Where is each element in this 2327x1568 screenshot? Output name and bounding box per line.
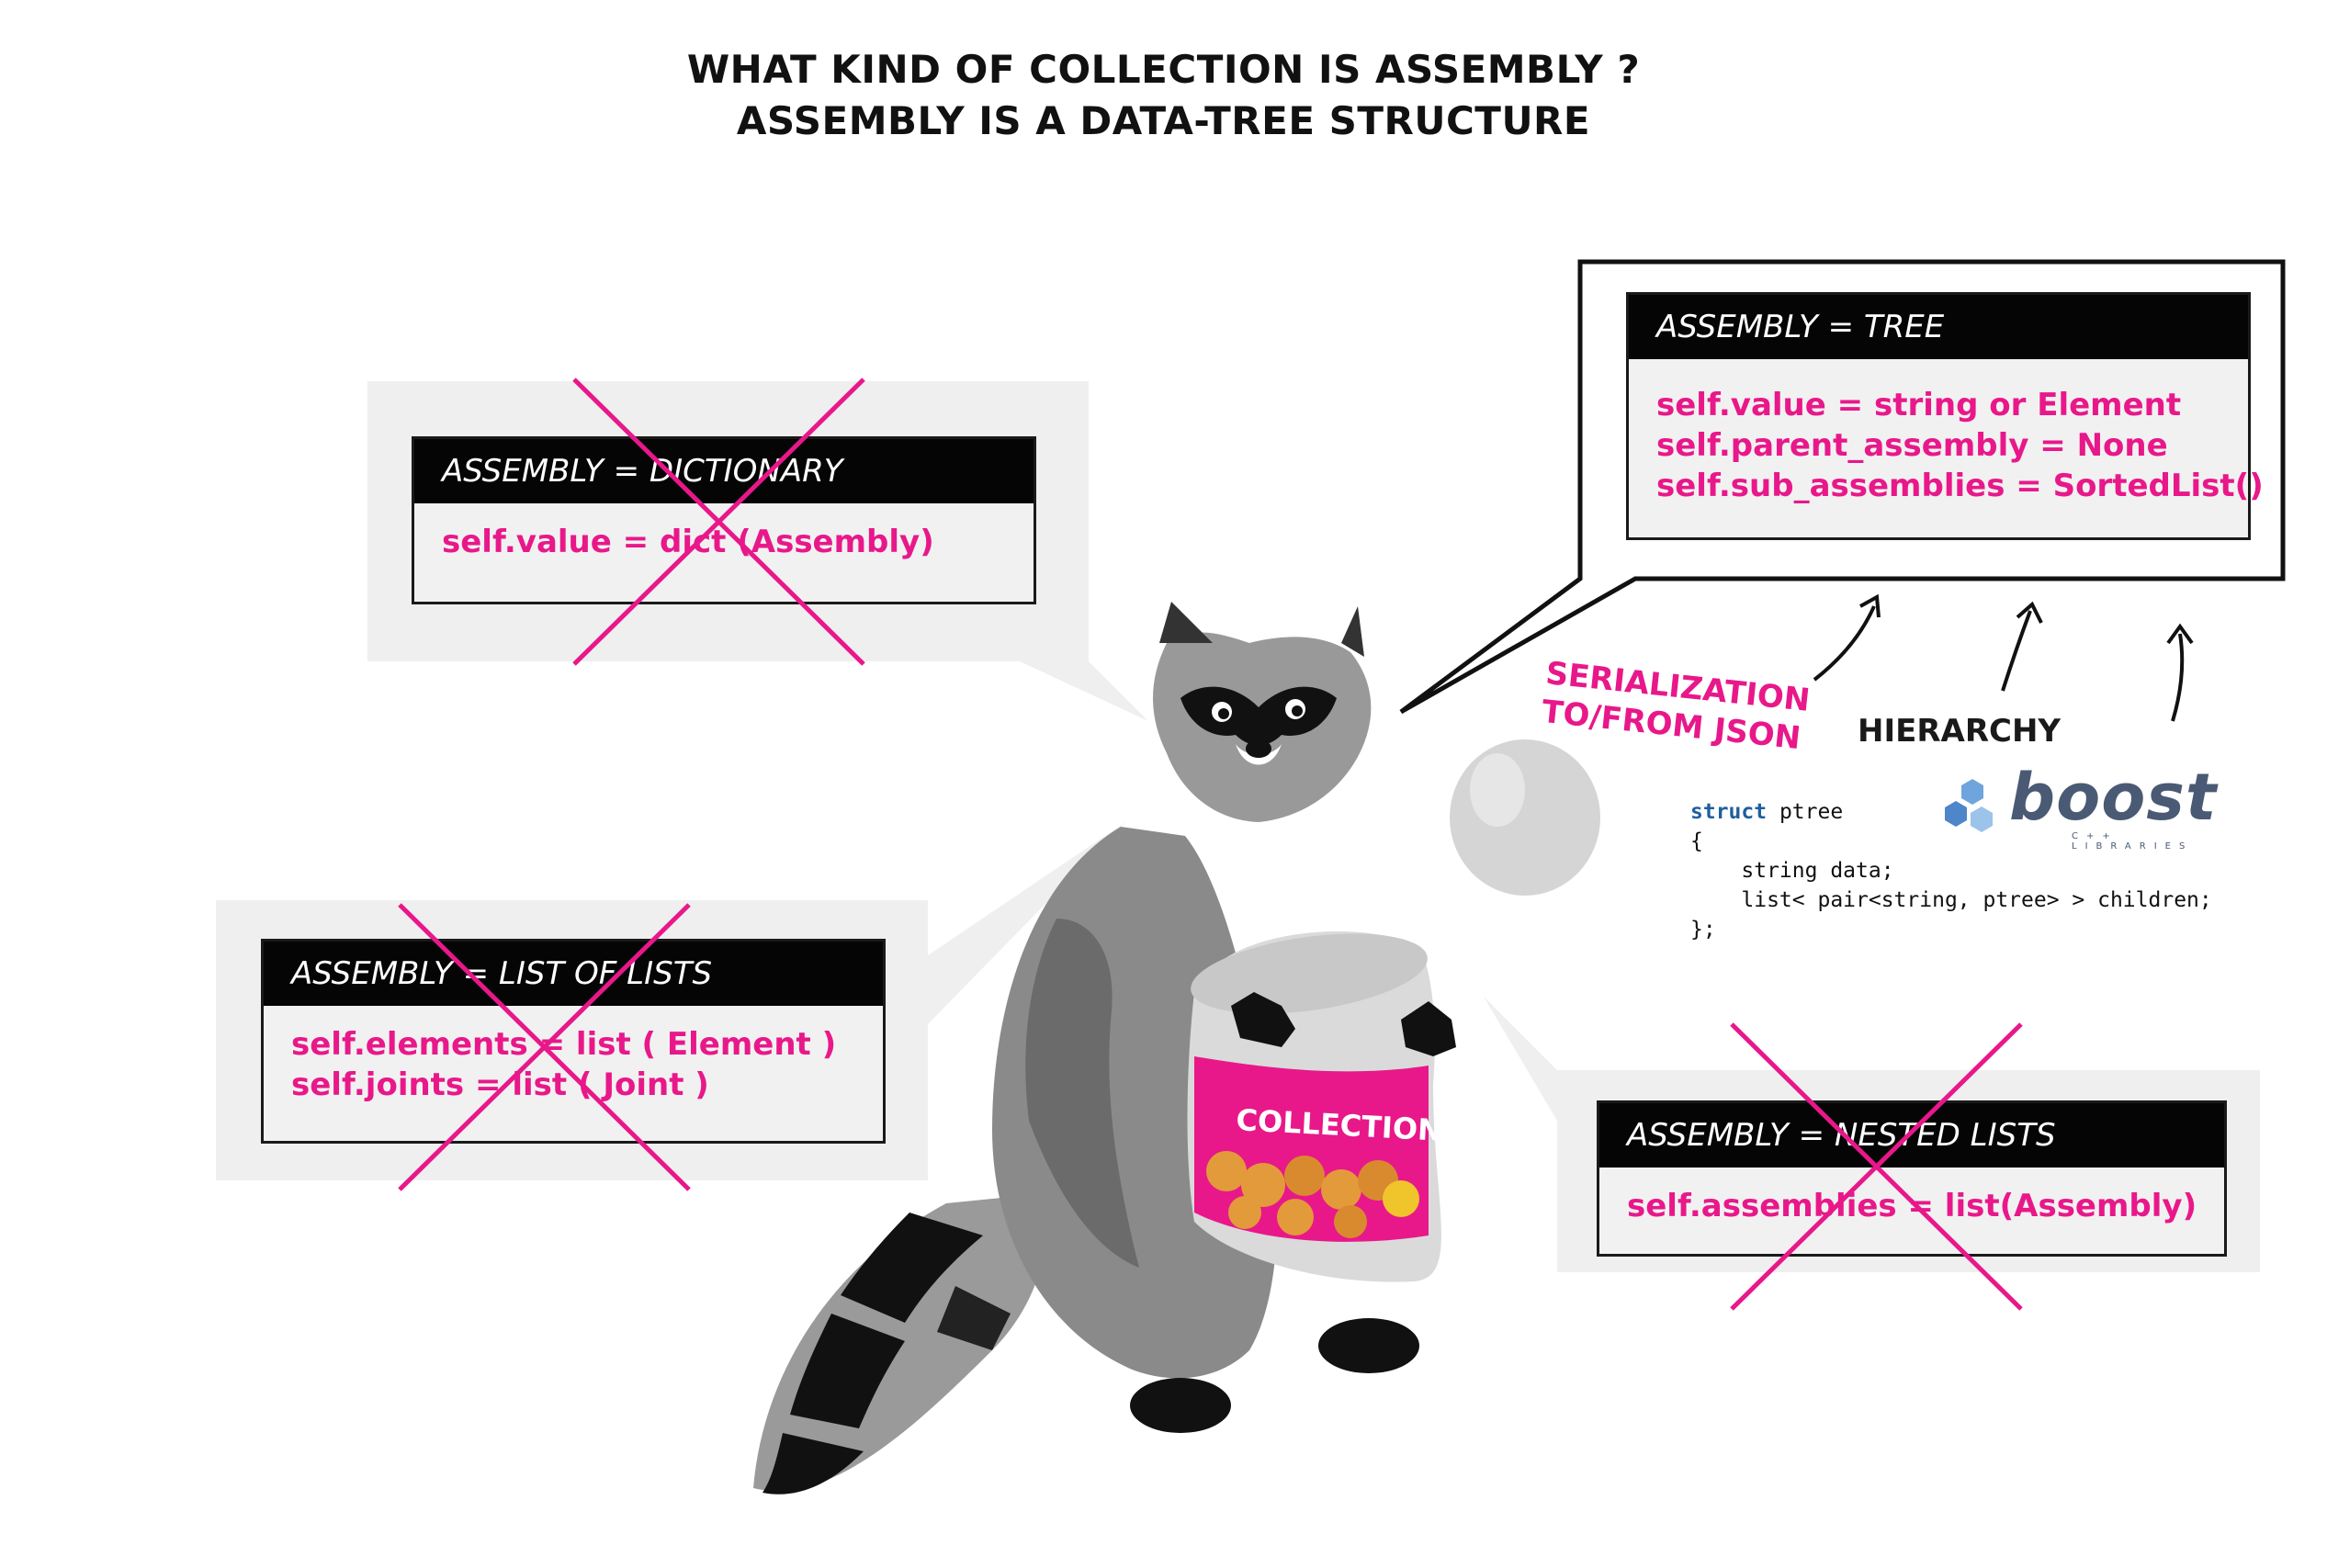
cross-list-of-lists	[398, 903, 691, 1191]
card-list-of-lists-line: self.joints = list ( Joint )	[291, 1066, 709, 1103]
card-tree-line: self.sub_assemblies = SortedList()	[1656, 468, 2264, 504]
card-tree: ASSEMBLY = TREE self.value = string or E…	[1626, 292, 2264, 540]
cross-nested-lists	[1730, 1022, 2023, 1311]
code-snippet: struct ptree { string data; list< pair<s…	[1690, 797, 2212, 944]
code-struct-name: ptree	[1767, 800, 1844, 824]
raccoon-foot-right	[1318, 1318, 1419, 1373]
code-line: {	[1690, 829, 1703, 853]
code-line: string data;	[1690, 859, 1894, 883]
raccoon-paw-left	[1231, 992, 1295, 1047]
card-nested-lists-header: ASSEMBLY = NESTED LISTS	[1599, 1103, 2224, 1168]
jar-contents	[1206, 1151, 1419, 1238]
card-tree-header: ASSEMBLY = TREE	[1629, 295, 2248, 359]
boost-logo: boost C++ LIBRARIES	[1934, 760, 2219, 852]
raccoon-head	[1153, 602, 1372, 822]
code-keyword: struct	[1690, 800, 1768, 824]
title-line-2: ASSEMBLY IS A DATA-TREE STRUCTURE	[736, 98, 1591, 143]
raccoon-paw-right	[1401, 1001, 1456, 1056]
jar-lid	[1450, 739, 1600, 896]
arrow-hierarchy	[2001, 610, 2032, 692]
boost-wordmark: boost	[2009, 760, 2218, 835]
boost-hexagons-icon	[1945, 779, 1993, 832]
jar: COLLECTION	[1187, 931, 1443, 1282]
card-nested-lists-line: self.assemblies = list(Assembly)	[1627, 1188, 2197, 1224]
hierarchy-label: HIERARCHY	[1858, 713, 2062, 750]
card-tree-line: self.parent_assembly = None	[1656, 427, 2168, 464]
card-tree-body: self.value = string or Element self.pare…	[1629, 359, 2264, 537]
arrow-boost	[2171, 633, 2185, 722]
code-line: list< pair<string, ptree> > children;	[1690, 888, 2212, 912]
card-nested-lists: ASSEMBLY = NESTED LISTS self.assemblies …	[1597, 1100, 2227, 1257]
card-dictionary: ASSEMBLY = DICTIONARY self.value = dict …	[412, 436, 1036, 604]
boost-subtitle: C++ LIBRARIES	[2072, 831, 2194, 852]
raccoon-tail	[753, 1194, 1045, 1495]
card-list-of-lists: ASSEMBLY = LIST OF LISTS self.elements =…	[261, 939, 886, 1144]
arrow-serialization	[1813, 605, 1876, 682]
raccoon-foot-left	[1130, 1378, 1231, 1433]
card-nested-lists-body: self.assemblies = list(Assembly)	[1599, 1168, 2224, 1254]
page-title: WHAT KIND OF COLLECTION IS ASSEMBLY ? AS…	[0, 44, 2327, 147]
card-tree-line: self.value = string or Element	[1656, 387, 2182, 423]
card-list-of-lists-line: self.elements = list ( Element )	[291, 1026, 837, 1063]
cross-dictionary	[572, 378, 865, 666]
card-list-of-lists-header: ASSEMBLY = LIST OF LISTS	[264, 942, 883, 1006]
title-line-1: WHAT KIND OF COLLECTION IS ASSEMBLY ?	[686, 47, 1641, 92]
code-line: };	[1690, 918, 1716, 942]
card-dictionary-header: ASSEMBLY = DICTIONARY	[414, 439, 1034, 503]
